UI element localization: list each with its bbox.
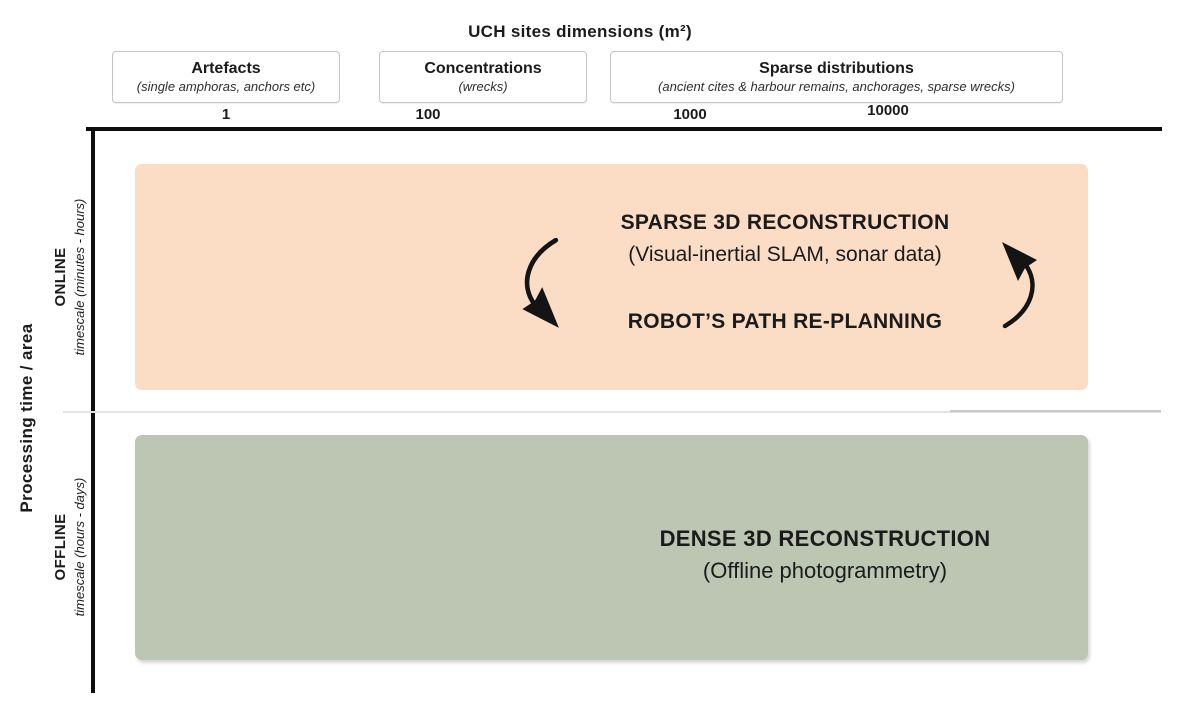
y-axis-title: Processing time / area — [17, 323, 36, 513]
offline-region — [135, 435, 1088, 660]
offline-label: OFFLINE — [52, 513, 69, 581]
category-sublabel: (wrecks) — [458, 79, 508, 94]
online-axis-label: ONLINE timescale (minutes - hours) — [51, 172, 93, 382]
category-sublabel: (ancient cites & harbour remains, anchor… — [658, 79, 1015, 94]
online-region-title: SPARSE 3D RECONSTRUCTION — [620, 211, 950, 234]
online-sublabel: timescale (minutes - hours) — [72, 198, 87, 356]
online-label: ONLINE — [52, 247, 69, 307]
y-axis-line — [91, 127, 95, 693]
category-label: Sparse distributions — [759, 60, 914, 77]
offline-region-title: DENSE 3D RECONSTRUCTION — [659, 526, 991, 551]
x-axis-line — [86, 127, 1162, 131]
offline-axis-label: OFFLINE timescale (hours - days) — [51, 442, 93, 652]
category-sublabel: (single amphoras, anchors etc) — [136, 79, 316, 94]
top-axis-title: UCH sites dimensions (m²) — [468, 22, 692, 41]
tick-1: 1 — [221, 106, 231, 123]
tick-100: 100 — [415, 106, 441, 123]
tick-1000: 1000 — [673, 106, 707, 123]
curved-arrow-down-icon — [522, 237, 559, 328]
region-divider-line-dark-segment — [950, 410, 1161, 412]
curved-arrow-up-icon — [1002, 242, 1037, 329]
category-box-sparse-distributions: Sparse distributions (ancient cites & ha… — [610, 51, 1063, 103]
offline-sublabel: timescale (hours - days) — [72, 477, 87, 617]
region-divider-line — [63, 411, 1161, 413]
offline-region-subtitle: (Offline photogrammetry) — [702, 558, 948, 583]
online-region — [135, 164, 1088, 390]
online-region-subtitle: (Visual-inertial SLAM, sonar data) — [628, 243, 942, 266]
category-box-concentrations: Concentrations (wrecks) — [379, 51, 587, 103]
tick-10000: 10000 — [867, 102, 909, 119]
category-box-artefacts: Artefacts (single amphoras, anchors etc) — [112, 51, 340, 103]
category-label: Concentrations — [424, 60, 542, 77]
category-label: Artefacts — [191, 60, 261, 77]
online-region-secondary: ROBOT’S PATH RE-PLANNING — [627, 310, 943, 333]
